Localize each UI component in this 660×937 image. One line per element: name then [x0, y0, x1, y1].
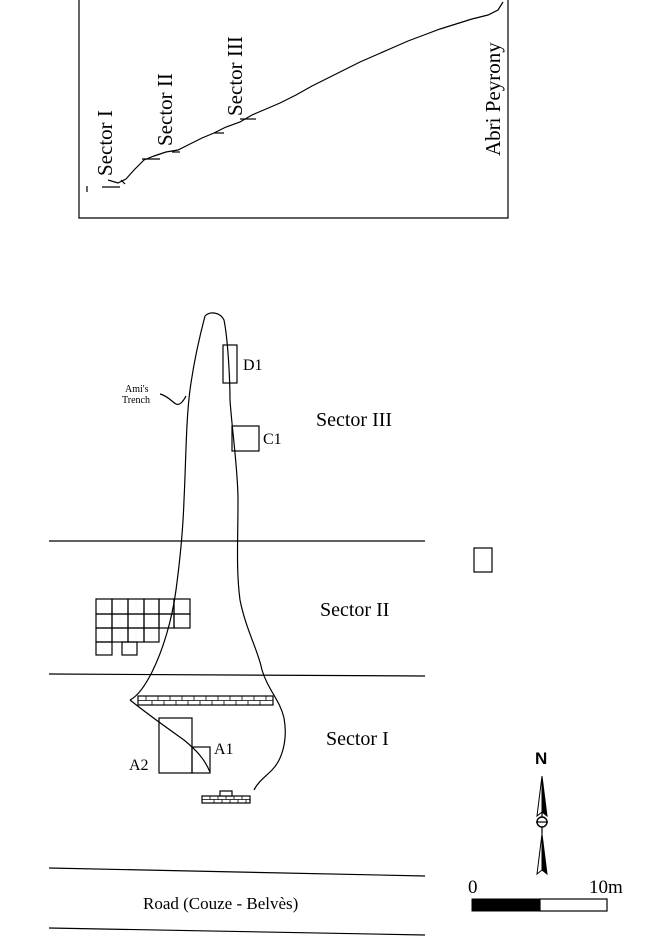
amis-trench-outline [204, 312, 286, 791]
grid-square [143, 613, 160, 629]
profile-label-abri-peyrony: Abri Peyrony [481, 42, 505, 156]
grid-square [95, 641, 113, 656]
unit-d1-label: D1 [243, 357, 263, 374]
trench-label-leader [159, 393, 187, 405]
small-brick-feature [201, 790, 251, 804]
grid-square [111, 627, 129, 643]
north-arrow: N [535, 749, 548, 876]
unit-a2-label: A2 [129, 757, 149, 774]
scale-bar: 0 10m [468, 877, 623, 912]
sector-2-label: Sector II [320, 599, 389, 621]
road-label: Road (Couze - Belvès) [143, 894, 298, 913]
grid-square [173, 598, 191, 615]
brick-wall [137, 695, 274, 706]
isolated-unit-box [473, 547, 493, 573]
grid-square [143, 627, 160, 643]
grid-square [95, 627, 113, 643]
unit-d1-box [222, 344, 238, 384]
grid-square [111, 598, 129, 615]
unit-a1-box [191, 746, 211, 774]
grid-square [127, 627, 145, 643]
north-label: N [535, 749, 547, 768]
sector-3-label: Sector III [316, 409, 392, 431]
excavation-grid [95, 598, 191, 656]
amis-trench-outline [129, 315, 206, 701]
grid-square [173, 613, 191, 629]
trench-label-line-1: Ami's [125, 384, 149, 395]
grid-square [111, 613, 129, 629]
grid-square [127, 613, 145, 629]
scale-end-label: 10m [589, 877, 623, 898]
unit-a1-label: A1 [214, 741, 234, 758]
grid-square [121, 641, 138, 656]
sector-boundary-line [48, 673, 426, 677]
grid-square [95, 598, 113, 615]
road-edge-line [48, 867, 426, 877]
unit-c1-box [231, 425, 260, 452]
sector-1-label: Sector I [326, 728, 389, 750]
amis-trench-outline [129, 699, 211, 773]
profile-label-sector-1: Sector I [93, 110, 117, 176]
road-edge-line [48, 927, 426, 936]
scale-start-label: 0 [468, 877, 478, 898]
profile-label-sector-3: Sector III [223, 36, 247, 116]
grid-square [143, 598, 160, 615]
profile-frame [78, 0, 509, 219]
grid-square [127, 598, 145, 615]
profile-label-sector-2: Sector II [153, 73, 177, 146]
profile-inset: Sector I Sector II Sector III Abri Peyro… [78, 0, 509, 219]
profile-tick [120, 179, 126, 185]
grid-square [95, 613, 113, 629]
profile-terrain-line [107, 1, 504, 184]
site-plan: Ami's Trench D1 C1 [48, 312, 493, 936]
trench-label-line-2: Trench [122, 395, 150, 406]
unit-a2-box [158, 717, 193, 774]
unit-c1-label: C1 [263, 431, 282, 448]
